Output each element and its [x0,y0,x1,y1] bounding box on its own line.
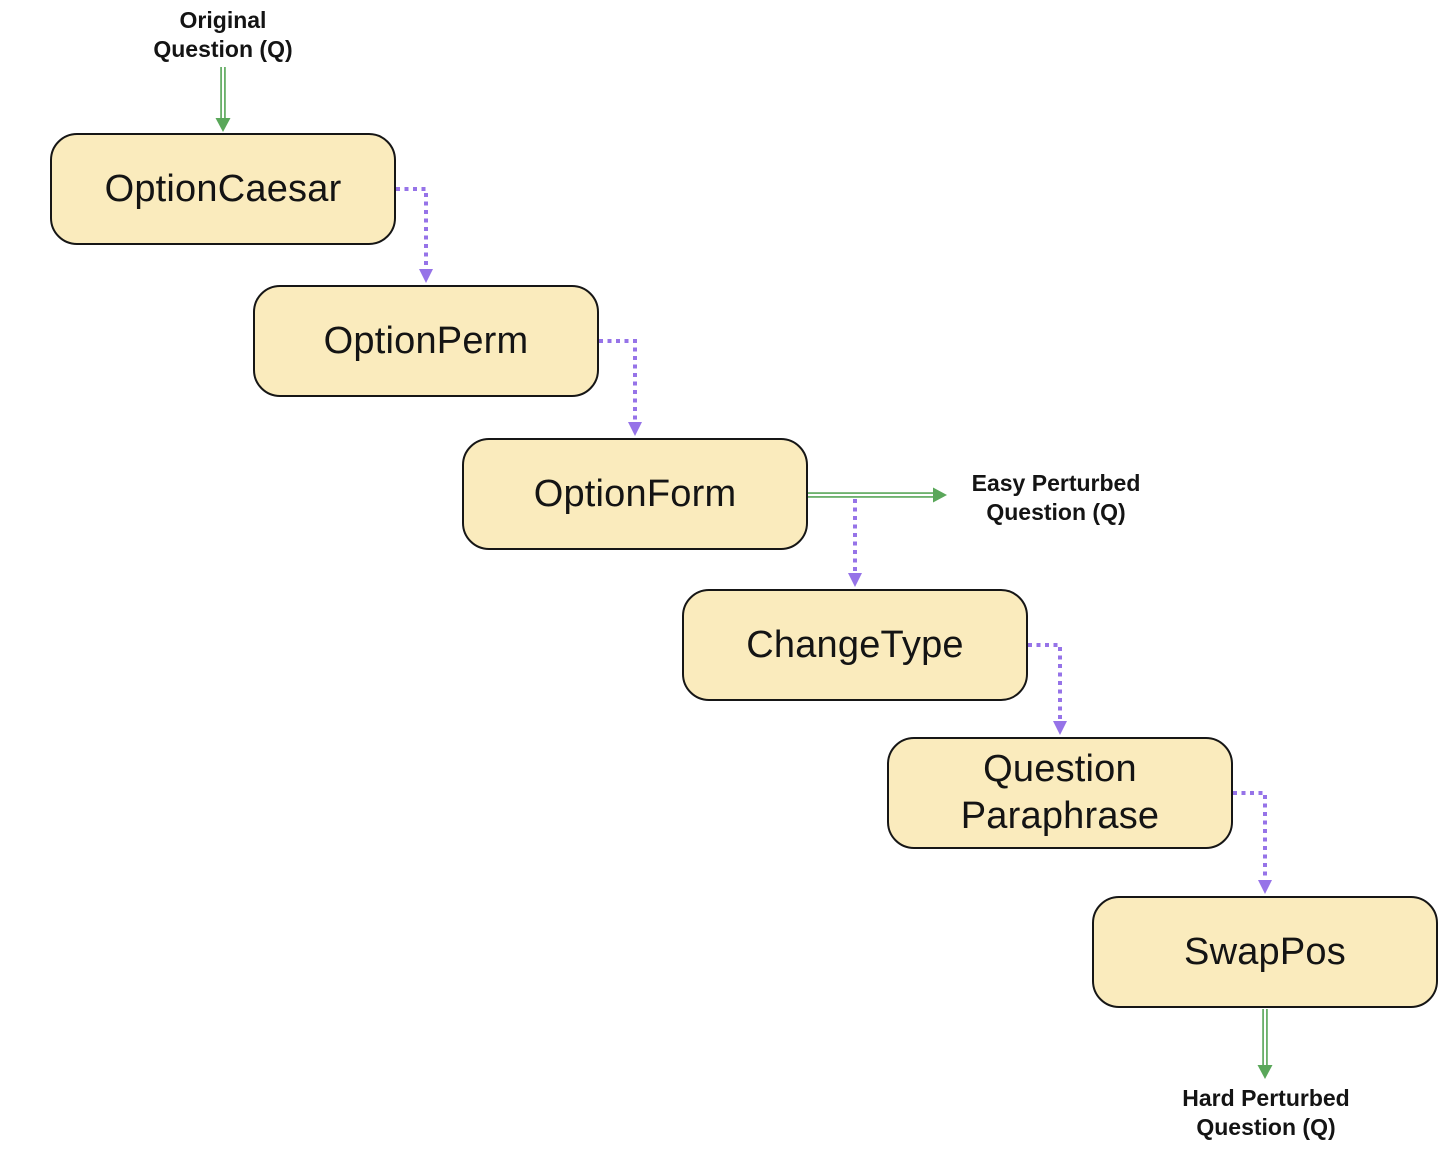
label-original-question: Original Question (Q) [153,7,293,62]
node-question-paraphrase-label: Question Paraphrase [960,748,1160,837]
edge-line [1233,791,1267,880]
label-easy-perturbed-question: Easy Perturbed Question (Q) [971,470,1141,525]
arrowhead-icon [1053,721,1067,735]
node-option-perm-label: OptionPerm [323,319,529,362]
node-change-type-label: ChangeType [746,623,964,666]
edge-line [808,493,857,573]
node-swap-pos: SwapPos [1092,896,1438,1008]
edge-option-form-to-change-type [808,493,862,587]
arrowhead-icon [628,422,642,436]
arrowhead-icon [1257,1065,1273,1079]
arrowhead-icon [215,118,231,132]
edge-line [599,339,637,422]
arrowhead-icon [1258,880,1272,894]
node-option-caesar-label: OptionCaesar [104,167,342,210]
node-option-form: OptionForm [462,438,808,550]
edge-change-type-to-question-paraphrase [1028,643,1067,735]
arrowhead-icon [848,573,862,587]
node-option-caesar: OptionCaesar [50,133,396,245]
edge-question-paraphrase-to-swap-pos [1233,791,1272,894]
edge-original-question-to-option-caesar [215,67,231,132]
label-hard-perturbed-question: Hard Perturbed Question (Q) [1182,1085,1350,1140]
edge-option-perm-to-option-form [599,339,642,436]
arrowhead-icon [933,487,947,503]
arrowhead-icon [419,269,433,283]
node-option-form-label: OptionForm [533,472,737,515]
edge-line [1028,643,1062,721]
edge-swap-pos-to-hard-output [1257,1009,1273,1079]
edge-option-form-to-easy-output [808,487,947,503]
edge-option-caesar-to-option-perm [396,187,433,283]
node-change-type: ChangeType [682,589,1028,701]
edge-line [396,187,428,269]
node-question-paraphrase: Question Paraphrase [887,737,1233,849]
node-option-perm: OptionPerm [253,285,599,397]
node-swap-pos-label: SwapPos [1184,930,1346,973]
